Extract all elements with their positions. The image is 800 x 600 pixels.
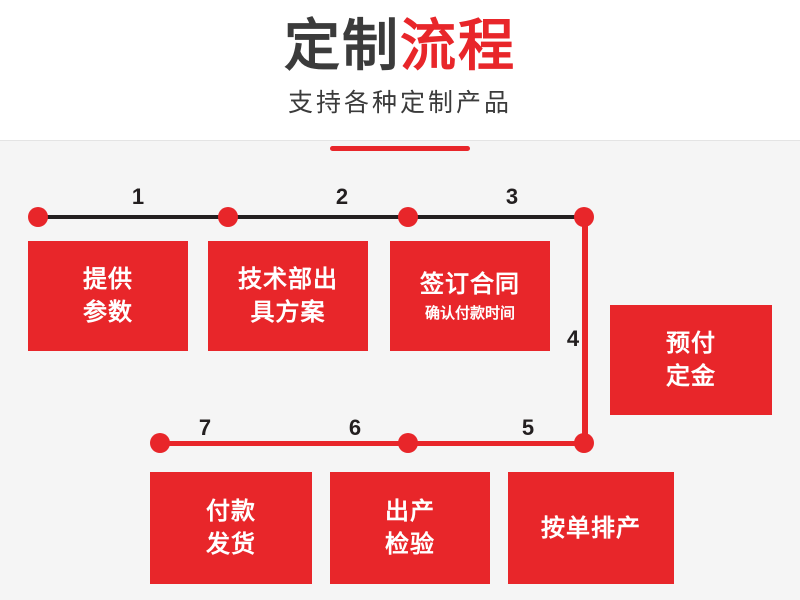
flow-box-7[interactable]: 付款 发货 [150, 472, 312, 584]
flow-box-1-line-1: 提供 [83, 266, 133, 293]
flow-box-4-line-1: 预付 [666, 330, 716, 357]
node-dot-6 [398, 433, 418, 453]
flow-box-3[interactable]: 签订合同 确认付款时间 [390, 241, 550, 351]
flow-box-6-line-1: 出产 [385, 498, 435, 525]
flow-box-3-line-1: 签订合同 [420, 270, 520, 298]
flow-box-5[interactable]: 按单排产 [508, 472, 674, 584]
step-number-1: 1 [131, 184, 145, 209]
step-number-6: 6 [348, 415, 362, 440]
page-subtitle: 支持各种定制产品 [287, 89, 512, 117]
node-dot-7 [150, 433, 170, 453]
page-header: 定制流程 支持各种定制产品 [0, 0, 800, 140]
flow-box-2-line-1: 技术部出 [238, 266, 338, 293]
node-dot-2 [218, 207, 238, 227]
page-title: 定制流程 [0, 12, 800, 80]
flow-box-3-subtext: 确认付款时间 [424, 304, 515, 322]
flow-box-5-line-1: 按单排产 [541, 514, 641, 542]
step-number-4: 4 [566, 326, 580, 351]
flow-box-6[interactable]: 出产 检验 [330, 472, 490, 584]
flow-box-1[interactable]: 提供 参数 [28, 241, 188, 351]
flow-box-2-line-2: 具方案 [250, 299, 326, 326]
connector-right-vertical [582, 215, 588, 445]
connector-top [38, 215, 588, 219]
page-title-dark: 定制 [284, 14, 400, 77]
title-underline [330, 146, 470, 151]
node-dot-3 [398, 207, 418, 227]
node-dot-5 [574, 433, 594, 453]
step-number-7: 7 [198, 415, 212, 440]
flow-box-2[interactable]: 技术部出 具方案 [208, 241, 368, 351]
flow-box-1-line-2: 参数 [83, 299, 133, 326]
flow-box-7-line-1: 付款 [206, 498, 256, 525]
step-number-5: 5 [521, 415, 535, 440]
node-dot-1 [28, 207, 48, 227]
step-number-2: 2 [335, 184, 349, 209]
connector-bottom [160, 441, 588, 446]
flow-box-6-line-2: 检验 [385, 531, 435, 558]
header-divider [0, 140, 800, 141]
flow-box-7-line-2: 发货 [206, 531, 256, 558]
flow-diagram: 1 2 3 4 5 6 7 提供 参数 技术部出 具方案 签订合同 确认付款时间… [0, 140, 800, 600]
flow-box-4-line-2: 定金 [666, 363, 716, 390]
step-number-3: 3 [505, 184, 519, 209]
flow-box-4[interactable]: 预付 定金 [610, 305, 772, 415]
node-dot-4 [574, 207, 594, 227]
page-title-red: 流程 [400, 14, 516, 77]
